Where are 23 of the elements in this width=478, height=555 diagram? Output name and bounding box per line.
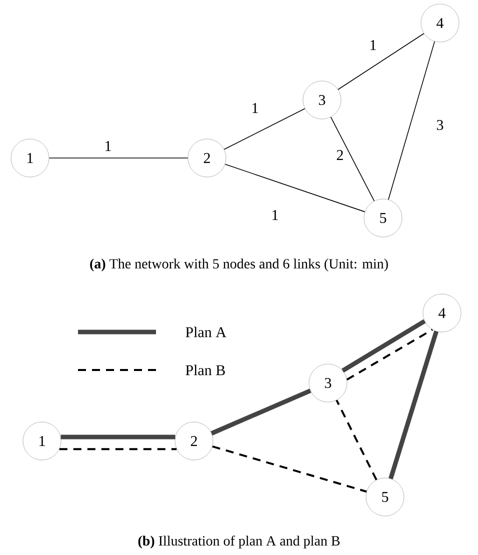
link-line xyxy=(336,400,378,480)
link-line xyxy=(338,33,424,90)
link-line xyxy=(388,41,435,200)
caption: (b) Illustration of plan A and plan B xyxy=(138,536,340,548)
link-line xyxy=(60,434,176,440)
link-line xyxy=(346,328,433,381)
link-line xyxy=(212,445,367,493)
link-line xyxy=(224,164,366,212)
link-line xyxy=(210,388,312,436)
edge-label: 1 xyxy=(368,39,378,51)
link-line xyxy=(224,108,306,150)
link-line xyxy=(342,319,426,373)
edge-label: 2 xyxy=(335,149,345,161)
link-line xyxy=(330,116,375,202)
caption: (a) The network with 5 nodes and 6 links (Unit: min) xyxy=(90,258,388,272)
legend-label: Plan B xyxy=(186,364,225,376)
link-line xyxy=(388,330,438,480)
edge-label: 1 xyxy=(270,209,280,221)
edge-label: 1 xyxy=(103,140,113,152)
legend-label: Plan A xyxy=(186,326,226,338)
link-line xyxy=(59,448,177,450)
edge-label: 1 xyxy=(250,102,260,114)
edge-label: 3 xyxy=(435,118,445,132)
